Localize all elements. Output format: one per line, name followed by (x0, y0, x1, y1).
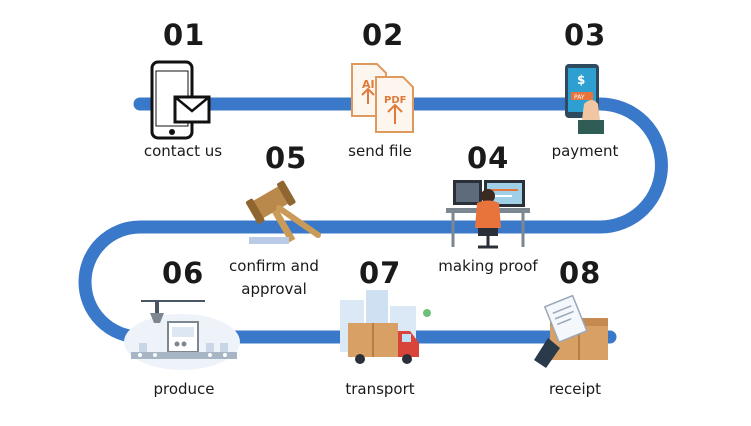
svg-text:PAY: PAY (574, 94, 585, 101)
step-label-payment: payment (551, 142, 619, 160)
step-number-04: 04 (467, 141, 510, 175)
step-label-confirm-line1: confirm and (229, 257, 319, 275)
delivery-truck-icon (340, 290, 431, 364)
package-receipt-icon (534, 294, 608, 368)
winding-process-path (78, 97, 668, 344)
phone-with-envelope-icon (150, 60, 211, 140)
step-label-produce: produce (153, 380, 215, 398)
tablet-pay-icon: $ PAY (565, 64, 604, 134)
step-label-making-proof: making proof (438, 257, 538, 275)
step-label-contact-us: contact us (143, 142, 223, 160)
step-number-03: 03 (564, 18, 607, 52)
step-number-01: 01 (163, 18, 206, 52)
svg-text:AI: AI (362, 78, 375, 91)
step-number-08: 08 (559, 256, 602, 290)
svg-text:PDF: PDF (384, 95, 406, 106)
factory-production-line-icon (124, 300, 240, 370)
step-number-02: 02 (362, 18, 405, 52)
gavel-icon (245, 180, 321, 244)
step-number-05: 05 (265, 141, 308, 175)
step-label-receipt: receipt (548, 380, 602, 398)
step-label-confirm-line2: approval (241, 280, 307, 298)
step-number-06: 06 (162, 256, 205, 290)
designer-at-desk-icon (446, 180, 530, 249)
svg-text:$: $ (577, 73, 585, 87)
step-label-send-file: send file (348, 142, 412, 160)
ai-pdf-files-icon: AI PDF (351, 63, 414, 133)
step-number-07: 07 (359, 256, 402, 290)
step-label-transport: transport (345, 380, 415, 398)
